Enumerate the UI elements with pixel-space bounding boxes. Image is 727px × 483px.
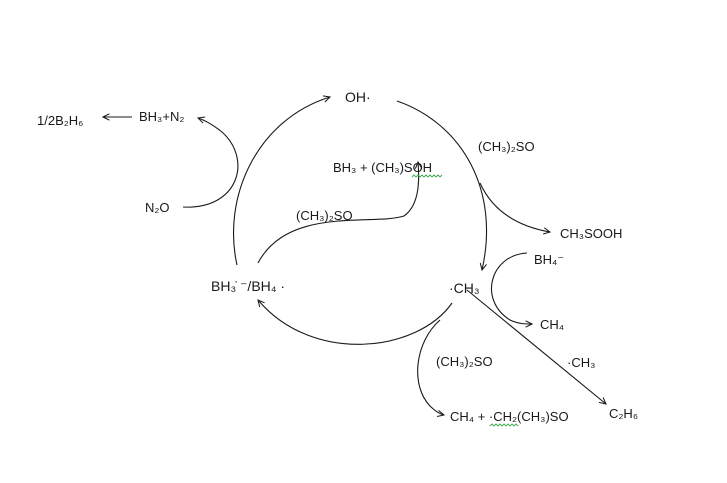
cycle-arc-ch3-to-borane	[258, 300, 453, 345]
methyl-radical-label: ·CH₃	[449, 280, 480, 296]
arrow-bh4-to-ch4	[490, 252, 532, 324]
arrow-to-ch3sooh	[479, 182, 550, 232]
arrow-ch3-to-ch4-ch2dmso	[417, 319, 444, 415]
methyl-radical-label-2: ·CH₃	[567, 355, 595, 370]
dmso-label-top-right: (CH₃)₂SO	[478, 139, 535, 154]
oh-radical-label: OH·	[345, 89, 371, 105]
half-b2h6-label: 1/2B₂H₆	[37, 113, 83, 128]
dmso-label-middle: (CH₃)₂SO	[296, 208, 353, 223]
bh3-dmso-oh-label: BH₃ + (CH₃)SOH	[333, 160, 432, 175]
bh4-minus-label: BH₄⁻	[534, 252, 564, 267]
n2o-label: N₂O	[145, 200, 170, 215]
cycle-arc-oh-to-ch3	[396, 100, 488, 270]
arrow-n2o-to-bh3-n2	[182, 118, 239, 208]
ch4-label-right: CH₄	[540, 317, 564, 332]
arrow-ch3-to-c2h6	[466, 289, 606, 404]
ch4-ch2-dmso-label: CH₄ + ·CH₂(CH₃)SO	[450, 409, 569, 424]
borane-radicals-label: BH₃̇ ⁻/BH₄ ·	[211, 278, 285, 294]
ch3sooh-label: CH₃SOOH	[560, 226, 622, 241]
bh3-n2-label: BH₃+N₂	[139, 109, 184, 124]
dmso-label-bottom: (CH₃)₂SO	[436, 354, 493, 369]
arrow-borane-to-bh3-dmso-oh	[257, 162, 419, 264]
squiggle-underline-ch2	[489, 423, 519, 427]
squiggle-underline-soh	[411, 174, 443, 178]
cycle-arc-left-to-oh	[233, 97, 330, 266]
c2h6-label: C₂H₆	[609, 406, 638, 421]
